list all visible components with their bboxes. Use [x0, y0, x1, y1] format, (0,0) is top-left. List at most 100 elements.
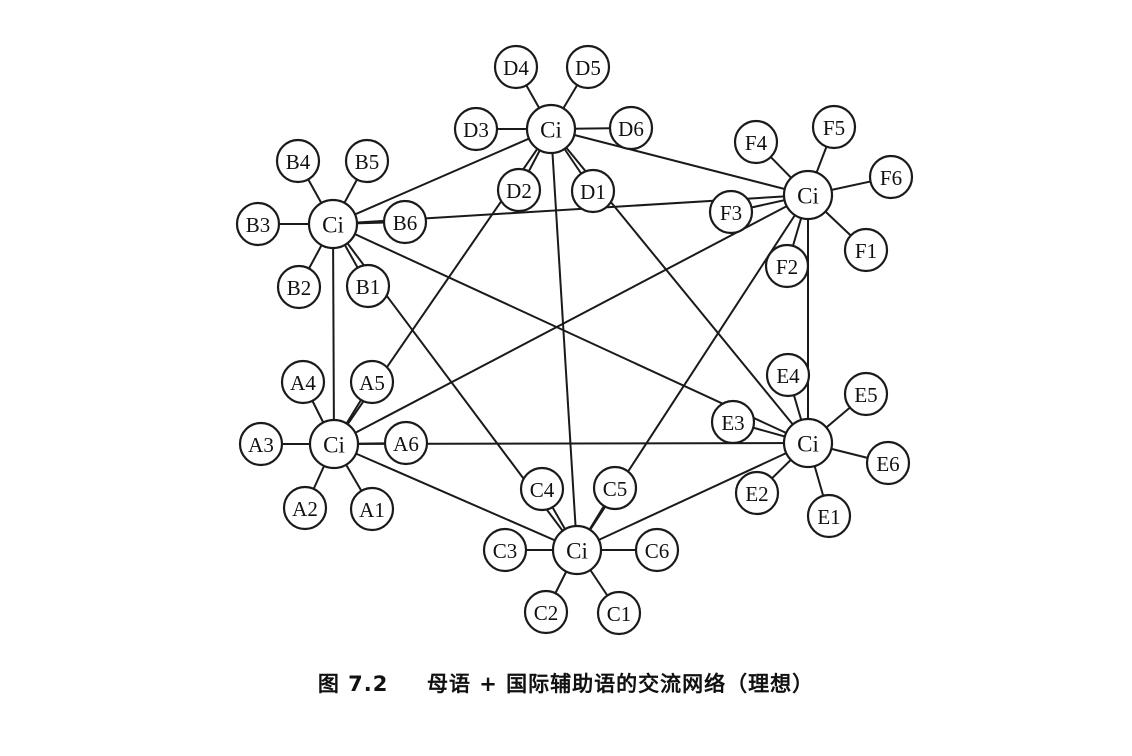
leaf-node-a6-label: A6 [393, 432, 419, 456]
leaf-node-b5-circle [344, 138, 390, 184]
hub-link-c-d [550, 128, 578, 551]
leaf-node-b2-circle [276, 264, 322, 310]
leaf-node-c3-label: C3 [493, 539, 518, 563]
leaf-node-d6-label: D6 [618, 117, 644, 141]
leaf-node-c1-label: C1 [607, 602, 632, 626]
hub-node-f: Ci [782, 169, 834, 221]
hub-link-a-f [333, 194, 809, 445]
leaf-node-a5-circle [349, 359, 395, 405]
leaf-node-b4-label: B4 [286, 150, 311, 174]
leaf-node-b4: B4 [275, 138, 321, 184]
leaf-node-d4-circle [493, 44, 539, 90]
leaf-node-c1-circle [596, 590, 642, 636]
leaf-node-f3-circle [708, 189, 754, 235]
leaf-node-c1: C1 [596, 590, 642, 636]
hub-node-c: Ci [551, 524, 603, 576]
leaf-node-b5: B5 [344, 138, 390, 184]
leaf-node-d3-label: D3 [463, 118, 489, 142]
leaf-node-f3-label: F3 [720, 201, 742, 225]
hub-link-d-f [550, 128, 809, 196]
hub-node-d-circle [525, 103, 577, 155]
leaf-node-d3: D3 [453, 106, 499, 152]
hub-node-e-circle [782, 417, 834, 469]
leaf-node-c5-label: C5 [603, 477, 628, 501]
leaf-node-f2-circle [764, 243, 810, 289]
hub-node-b-label: Ci [322, 213, 344, 238]
leaf-node-a1: A1 [349, 486, 395, 532]
leaf-node-a4-label: A4 [290, 371, 316, 395]
leaf-node-d2: D2 [496, 167, 542, 213]
leaf-node-e1-label: E1 [817, 505, 840, 529]
hub-node-c-circle [551, 524, 603, 576]
leaf-node-a2: A2 [282, 485, 328, 531]
leaf-node-e3-circle [710, 399, 756, 445]
leaf-node-a3-circle [238, 421, 284, 467]
hub-node-f-label: Ci [797, 184, 819, 209]
leaf-node-f2-label: F2 [776, 255, 798, 279]
leaf-node-d1-label: D1 [580, 180, 606, 204]
leaf-node-c4: C4 [519, 466, 565, 512]
leaf-node-c6-circle [634, 527, 680, 573]
leaf-node-c3: C3 [482, 527, 528, 573]
leaf-node-c2: C2 [523, 589, 569, 635]
leaf-node-d1-circle [570, 168, 616, 214]
leaf-node-f4-circle [733, 119, 779, 165]
leaf-node-a2-circle [282, 485, 328, 531]
leaf-node-d2-circle [496, 167, 542, 213]
leaf-node-f5-circle [811, 104, 857, 150]
leaf-node-f5: F5 [811, 104, 857, 150]
leaf-node-a4: A4 [280, 359, 326, 405]
hub-link-a-c [333, 443, 578, 551]
leaf-node-b1-circle [345, 263, 391, 309]
hub-node-e-label: Ci [797, 432, 819, 457]
leaf-node-b2: B2 [276, 264, 322, 310]
leaf-node-e4-label: E4 [776, 364, 800, 388]
leaf-node-b1-label: B1 [356, 275, 381, 299]
leaf-node-e2-circle [734, 470, 780, 516]
leaf-node-a2-label: A2 [292, 497, 318, 521]
leaf-node-a6: A6 [383, 420, 429, 466]
leaf-node-c2-circle [523, 589, 569, 635]
hub-node-a-label: Ci [323, 433, 345, 458]
leaf-node-f1-circle [843, 227, 889, 273]
leaf-node-d4-label: D4 [503, 56, 529, 80]
leaf-node-d6: D6 [608, 105, 654, 151]
leaf-node-c5: C5 [592, 465, 638, 511]
leaf-node-c2-label: C2 [534, 601, 559, 625]
leaf-node-f3: F3 [708, 189, 754, 235]
leaf-node-e6-circle [865, 440, 911, 486]
leaf-node-d4: D4 [493, 44, 539, 90]
leaf-node-f4: F4 [733, 119, 779, 165]
leaf-node-b6-label: B6 [393, 211, 418, 235]
figure-number: 图 7.2 [317, 672, 389, 696]
leaf-node-b5-label: B5 [355, 150, 380, 174]
leaf-node-a4-circle [280, 359, 326, 405]
leaf-node-f1: F1 [843, 227, 889, 273]
leaf-node-a3-label: A3 [248, 433, 274, 457]
leaf-node-e5-label: E5 [854, 383, 877, 407]
leaf-node-e1-circle [806, 493, 852, 539]
hub-link-c-e [576, 442, 809, 551]
leaf-node-f5-label: F5 [823, 116, 845, 140]
leaf-node-f6-circle [868, 154, 914, 200]
hub-node-e: Ci [782, 417, 834, 469]
figure-title: 母语 + 国际辅助语的交流网络（理想） [426, 672, 815, 696]
leaf-node-e1: E1 [806, 493, 852, 539]
leaf-node-d5-label: D5 [575, 56, 601, 80]
leaf-node-e2-label: E2 [745, 482, 768, 506]
leaf-node-d6-circle [608, 105, 654, 151]
leaf-node-b4-circle [275, 138, 321, 184]
leaf-node-a5-label: A5 [359, 371, 385, 395]
leaf-node-c5-circle [592, 465, 638, 511]
hub-node-b: Ci [307, 198, 359, 250]
hub-node-c-label: Ci [566, 539, 588, 564]
leaf-node-f2: F2 [764, 243, 810, 289]
leaf-node-b1: B1 [345, 263, 391, 309]
leaf-node-b3-circle [235, 201, 281, 247]
leaf-node-a6-circle [383, 420, 429, 466]
leaf-node-e3-label: E3 [721, 411, 744, 435]
hub-node-b-circle [307, 198, 359, 250]
leaf-node-d1: D1 [570, 168, 616, 214]
leaf-node-d5: D5 [565, 44, 611, 90]
